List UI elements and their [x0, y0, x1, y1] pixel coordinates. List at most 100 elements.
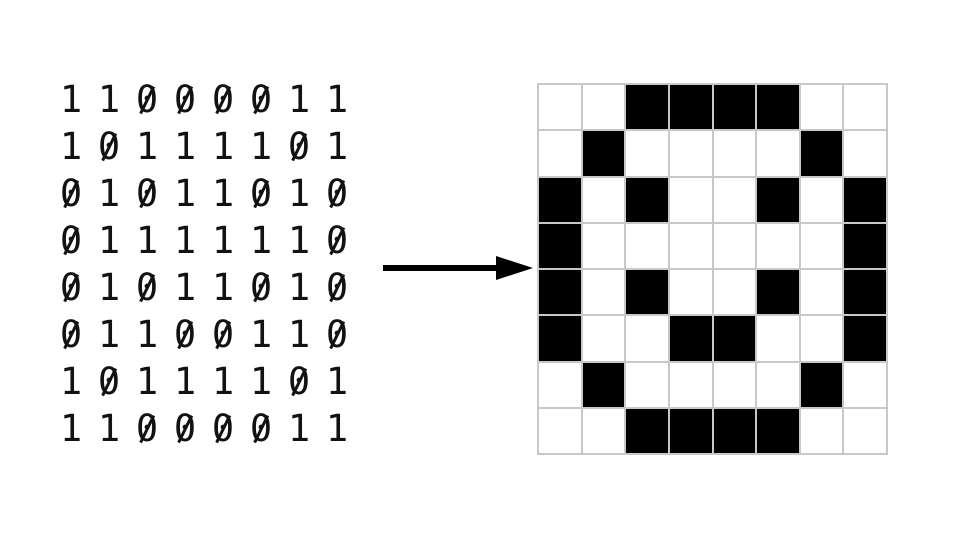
binary-digit: 1: [211, 266, 235, 309]
pixel-cell: [669, 223, 714, 270]
pixel-grid: [537, 83, 888, 455]
pixel-cell: [626, 316, 670, 363]
pixel-cell: [800, 316, 845, 363]
transform-arrow-icon: [383, 256, 533, 280]
pixel-cell: [669, 177, 714, 224]
pixel-cell: [539, 177, 583, 224]
pixel-cell: [844, 131, 888, 178]
pixel-cell: [626, 177, 670, 224]
binary-digit: 1: [287, 266, 311, 309]
binary-digit: 1: [211, 360, 235, 403]
binary-digit: 0: [128, 175, 166, 212]
pixel-cell: [713, 362, 758, 409]
pixel-cell: [582, 177, 627, 224]
binary-digit: 0: [90, 128, 128, 165]
binary-digit: 0: [242, 175, 280, 212]
pixel-cell: [713, 408, 758, 455]
binary-digit: 1: [249, 219, 273, 262]
pixel-cell: [539, 270, 583, 317]
binary-digit: 1: [287, 172, 311, 215]
pixel-cell: [800, 223, 845, 270]
binary-digit: 1: [211, 219, 235, 262]
pixel-cell: [582, 270, 627, 317]
binary-digit: 0: [52, 222, 90, 259]
arrow-head: [496, 256, 533, 280]
pixel-cell: [844, 408, 888, 455]
binary-digit: 0: [52, 316, 90, 353]
pixel-cell: [757, 362, 801, 409]
pixel-cell: [713, 270, 758, 317]
binary-digit: 0: [242, 410, 280, 447]
binary-digit: 1: [325, 360, 349, 403]
pixel-cell: [626, 408, 670, 455]
pixel-cell: [669, 85, 714, 132]
binary-digit: 1: [97, 313, 121, 356]
pixel-cell: [757, 177, 801, 224]
binary-digit: 1: [325, 78, 349, 121]
binary-digit: 0: [318, 316, 356, 353]
binary-digit: 1: [97, 407, 121, 450]
pixel-cell: [669, 270, 714, 317]
binary-digit: 1: [211, 125, 235, 168]
binary-digit: 1: [287, 407, 311, 450]
binary-digit: 1: [59, 125, 83, 168]
binary-digit: 1: [173, 266, 197, 309]
pixel-cell: [582, 85, 627, 132]
binary-digit: 0: [166, 81, 204, 118]
binary-digit: 0: [242, 269, 280, 306]
pixel-cell: [844, 270, 888, 317]
pixel-cell: [539, 316, 583, 363]
pixel-cell: [626, 362, 670, 409]
binary-digit: 1: [135, 313, 159, 356]
pixel-cell: [713, 223, 758, 270]
binary-digit: 1: [249, 313, 273, 356]
pixel-cell: [582, 316, 627, 363]
pixel-cell: [582, 223, 627, 270]
binary-digit: 0: [128, 81, 166, 118]
binary-digit: 0: [318, 175, 356, 212]
binary-digit: 0: [166, 410, 204, 447]
pixel-cell: [582, 408, 627, 455]
pixel-cell: [757, 131, 801, 178]
binary-digit: 0: [318, 269, 356, 306]
pixel-cell: [669, 316, 714, 363]
arrow-shaft: [383, 265, 501, 271]
pixel-cell: [713, 85, 758, 132]
binary-digit: 1: [325, 125, 349, 168]
binary-digit: 1: [249, 125, 273, 168]
binary-digit: 0: [128, 410, 166, 447]
pixel-cell: [844, 223, 888, 270]
binary-digit: 1: [97, 172, 121, 215]
pixel-cell: [800, 362, 845, 409]
pixel-cell: [626, 270, 670, 317]
binary-digit: 0: [128, 269, 166, 306]
pixel-cell: [669, 362, 714, 409]
pixel-cell: [757, 223, 801, 270]
binary-digit: 1: [97, 78, 121, 121]
pixel-cell: [539, 131, 583, 178]
pixel-cell: [626, 223, 670, 270]
pixel-cell: [800, 270, 845, 317]
pixel-cell: [669, 408, 714, 455]
pixel-cell: [539, 362, 583, 409]
binary-digit: 0: [280, 363, 318, 400]
binary-digit: 0: [204, 81, 242, 118]
binary-digit: 1: [59, 78, 83, 121]
binary-digit: 0: [204, 410, 242, 447]
pixel-cell: [800, 131, 845, 178]
binary-digit: 1: [135, 219, 159, 262]
binary-digit: 0: [52, 175, 90, 212]
binary-digit: 0: [242, 81, 280, 118]
binary-digit: 0: [318, 222, 356, 259]
pixel-cell: [757, 270, 801, 317]
binary-digit: 1: [287, 78, 311, 121]
binary-digit: 1: [325, 407, 349, 450]
pixel-cell: [800, 85, 845, 132]
pixel-cell: [539, 85, 583, 132]
